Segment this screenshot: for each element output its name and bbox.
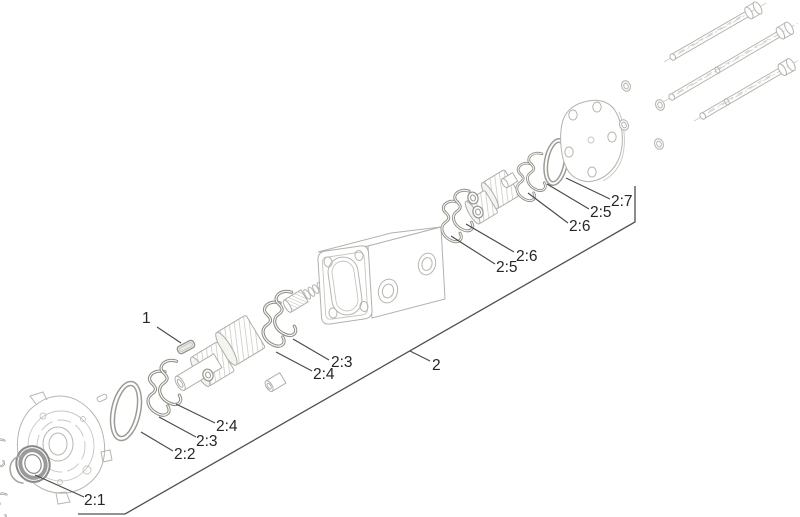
bearing-boss <box>202 368 214 382</box>
bearing-boss <box>467 191 484 219</box>
assembly-bracket <box>78 186 636 515</box>
sealing-washers <box>619 80 665 150</box>
callout-2-2: 2:2 <box>174 446 196 463</box>
cap-screw <box>663 1 767 63</box>
callout-2-6b: 2:6 <box>569 218 591 235</box>
drive-shaft <box>174 353 223 391</box>
housing-bolt-holes <box>323 250 369 319</box>
cover-bolt-holes <box>564 101 617 178</box>
cap-screw <box>662 21 798 103</box>
dowel-pin <box>96 393 108 403</box>
callout-2-7: 2:7 <box>611 193 633 210</box>
leader-lines <box>34 177 611 498</box>
gear-journal <box>501 171 519 189</box>
cap-screw <box>693 58 800 122</box>
shaft-key <box>176 339 196 355</box>
housing-port <box>377 278 399 304</box>
gear-journal <box>264 372 287 392</box>
housing-port <box>417 252 437 276</box>
pump-housing <box>317 226 446 325</box>
callout-2-6a: 2:6 <box>516 248 538 265</box>
callout-2-3b: 2:3 <box>331 354 353 371</box>
idler-gear-set <box>464 169 520 225</box>
callout-2-5a: 2:5 <box>496 259 518 276</box>
callout-2-4a: 2:4 <box>216 418 238 435</box>
cap-screws <box>662 1 800 122</box>
callout-2-1: 2:1 <box>84 492 106 509</box>
snap-ring <box>9 455 24 484</box>
spring-and-splined-end <box>282 282 324 313</box>
drive-gear-set <box>174 315 287 392</box>
callout-2-3a: 2:3 <box>196 433 218 450</box>
callout-2-5b: 2:5 <box>590 204 612 221</box>
o-ring-front <box>109 380 143 442</box>
shaft-seal <box>15 445 51 483</box>
callout-1: 1 <box>142 310 151 327</box>
callout-2-4b: 2:4 <box>313 366 335 383</box>
callout-2: 2 <box>432 357 441 374</box>
